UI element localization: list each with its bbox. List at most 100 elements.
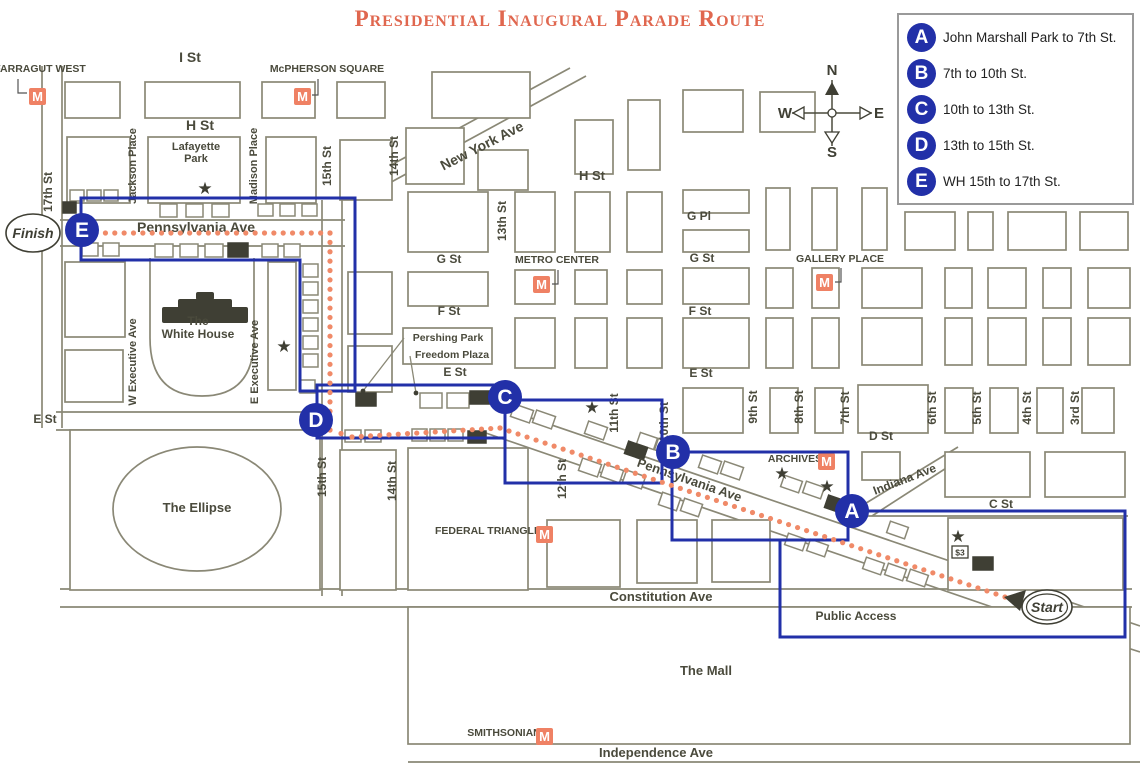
city-block <box>682 89 744 133</box>
route-dot <box>524 434 530 440</box>
bleacher-square <box>801 480 826 500</box>
route-dot <box>704 494 711 501</box>
route-dot <box>327 305 333 311</box>
metro-icon-letter: M <box>821 454 832 469</box>
bleacher-square <box>103 189 119 202</box>
street-label: Pershing Park <box>413 332 484 344</box>
route-dot <box>327 230 333 236</box>
route-dot <box>551 443 557 449</box>
city-block <box>765 317 794 369</box>
route-dot <box>632 470 638 476</box>
city-block <box>574 191 611 253</box>
bleacher-square <box>257 203 274 217</box>
route-dot <box>349 434 355 440</box>
toll-badge <box>951 545 969 559</box>
city-block <box>765 187 791 251</box>
street-label: D St <box>869 429 893 443</box>
route-dot <box>423 429 429 436</box>
zone-marker-B <box>656 435 690 469</box>
bleacher-square <box>302 335 319 350</box>
route-dot <box>740 506 747 513</box>
metro-connector <box>552 270 559 285</box>
street-label: 15th St <box>315 457 329 497</box>
zone-marker-D <box>299 403 333 437</box>
route-dot <box>641 473 647 479</box>
compass-label-west: W <box>778 105 793 122</box>
star-icon: ★ <box>197 179 212 198</box>
route-dot <box>822 534 828 540</box>
city-block <box>147 136 241 204</box>
route-dot <box>318 230 324 236</box>
city-block <box>64 81 121 119</box>
compass-south-arrow <box>823 131 841 145</box>
route-dot <box>149 230 155 236</box>
bleacher-square <box>679 497 704 518</box>
route-dot <box>867 549 873 555</box>
metro-icon <box>818 453 835 470</box>
route-dot <box>695 491 701 497</box>
street-label: Madison Place <box>248 128 260 204</box>
reviewing-stand-dark <box>355 392 377 407</box>
city-block <box>682 267 750 305</box>
street-label: 15th St <box>320 146 334 186</box>
street-label: F St <box>689 304 712 318</box>
street-label: F St <box>438 304 461 318</box>
metro-icon <box>294 88 311 105</box>
route-dot <box>686 488 692 494</box>
reviewing-stand-dark <box>62 201 77 214</box>
city-block <box>947 517 1124 591</box>
city-block <box>405 127 465 185</box>
route-dot <box>776 518 783 525</box>
route-dot <box>121 230 127 236</box>
reviewing-stand-dark <box>972 556 994 571</box>
zone-outline-A <box>778 509 1127 639</box>
street-label: E Executive Ave <box>249 320 261 404</box>
legend-label: John Marshall Park to 7th St. <box>943 29 1117 45</box>
compass-label-east: E <box>874 105 884 122</box>
street-label: 13th St <box>495 201 509 241</box>
zone-marker-letter: D <box>308 409 323 432</box>
route-dot <box>831 537 837 543</box>
city-block <box>944 267 973 309</box>
bleacher-square <box>211 203 230 218</box>
city-block <box>904 211 956 251</box>
metro-station-label: METRO CENTER <box>515 254 599 266</box>
street-label: 5th St <box>970 391 984 424</box>
route-dot <box>794 524 801 531</box>
route-dot <box>975 585 981 591</box>
route-dot <box>327 324 333 330</box>
street-label: 4th St <box>1020 391 1034 424</box>
city-block <box>64 349 124 403</box>
route-dot <box>327 352 333 358</box>
city-block <box>811 187 838 251</box>
route-dot <box>542 440 548 446</box>
metro-station-label: FARRAGUT WEST <box>0 63 86 75</box>
route-dot <box>749 509 756 516</box>
landmarks <box>112 258 282 572</box>
route-dot <box>327 249 333 255</box>
bleacher-square <box>446 392 470 409</box>
compass-label-south: S <box>827 144 837 161</box>
route-dot <box>215 230 221 236</box>
zone-marker-A <box>835 494 869 528</box>
route-dot <box>158 230 165 236</box>
metro-station-label: SMITHSONIAN <box>467 727 541 739</box>
metro-icon <box>29 88 46 105</box>
bleacher-square <box>861 556 886 576</box>
metro-icon-letter: M <box>536 277 547 292</box>
city-block <box>627 99 661 171</box>
route-dot <box>140 230 146 236</box>
metro-station-label: GALLERY PLACE <box>796 253 884 265</box>
route-dot <box>327 314 333 321</box>
metro-icon <box>536 526 553 543</box>
route-dot <box>289 230 296 236</box>
metro-icon <box>533 276 550 293</box>
bleacher-square <box>719 460 745 481</box>
street-label: E St <box>33 412 56 426</box>
city-block <box>944 451 1031 498</box>
start-label: Start <box>1031 599 1064 615</box>
route-dot <box>299 230 305 236</box>
city-block <box>1081 387 1115 434</box>
route-dot <box>506 428 512 434</box>
